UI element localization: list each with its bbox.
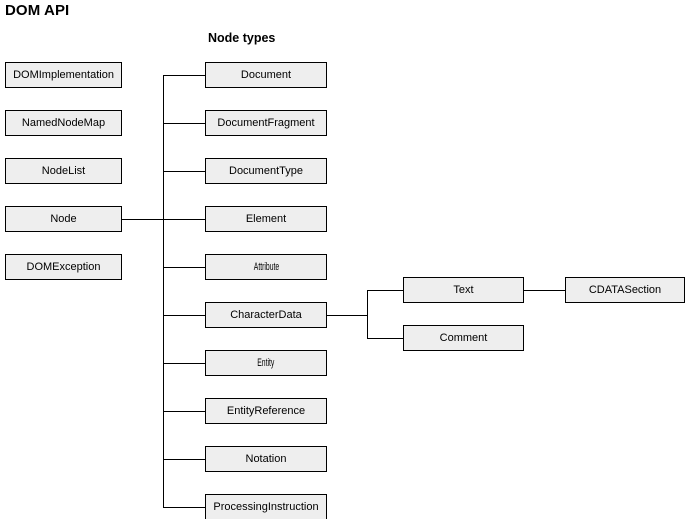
connector-branch-entity xyxy=(163,363,205,364)
connector-trunk-vertical xyxy=(163,75,164,507)
connector-text-to-cdatasection xyxy=(524,290,565,291)
connector-branch-characterdata xyxy=(163,315,205,316)
connector-branch-entityreference xyxy=(163,411,205,412)
connector-node-to-trunk xyxy=(122,219,163,220)
box-attribute[interactable]: Attribute xyxy=(205,254,327,280)
box-entity-label: Entity xyxy=(257,356,275,369)
connector-branch-documentfragment xyxy=(163,123,205,124)
connector-branch-notation xyxy=(163,459,205,460)
connector-branch-processinginstruction xyxy=(163,507,205,508)
connector-junction-to-text xyxy=(367,290,403,291)
box-domexception[interactable]: DOMException xyxy=(5,254,122,280)
box-documentfragment[interactable]: DocumentFragment xyxy=(205,110,327,136)
connector-characterdata-to-junction xyxy=(327,315,368,316)
box-entity[interactable]: Entity xyxy=(205,350,327,376)
box-node[interactable]: Node xyxy=(5,206,122,232)
connector-branch-attribute xyxy=(163,267,205,268)
box-document[interactable]: Document xyxy=(205,62,327,88)
node-types-heading: Node types xyxy=(208,31,276,45)
box-attribute-label: Attribute xyxy=(253,260,279,273)
box-cdatasection[interactable]: CDATASection xyxy=(565,277,685,303)
connector-junction-to-comment xyxy=(367,338,403,339)
box-comment[interactable]: Comment xyxy=(403,325,524,351)
box-nodelist[interactable]: NodeList xyxy=(5,158,122,184)
connector-branch-document xyxy=(163,75,205,76)
box-characterdata[interactable]: CharacterData xyxy=(205,302,327,328)
box-element[interactable]: Element xyxy=(205,206,327,232)
box-domimplementation[interactable]: DOMImplementation xyxy=(5,62,122,88)
box-namednodemap[interactable]: NamedNodeMap xyxy=(5,110,122,136)
box-processinginstruction[interactable]: ProcessingInstruction xyxy=(205,494,327,519)
box-text[interactable]: Text xyxy=(403,277,524,303)
connector-branch-documenttype xyxy=(163,171,205,172)
page-title: DOM API xyxy=(5,2,70,19)
box-documenttype[interactable]: DocumentType xyxy=(205,158,327,184)
connector-branch-element xyxy=(163,219,205,220)
box-entityreference[interactable]: EntityReference xyxy=(205,398,327,424)
connector-junction-vertical xyxy=(367,290,368,338)
box-notation[interactable]: Notation xyxy=(205,446,327,472)
